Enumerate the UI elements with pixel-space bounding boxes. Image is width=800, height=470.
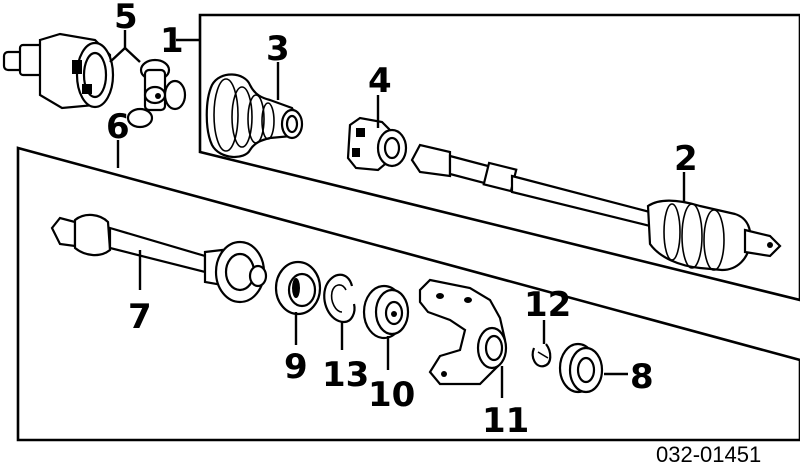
dust-seal-part xyxy=(558,342,604,394)
callout-6: 6 xyxy=(106,107,130,147)
callout-8: 8 xyxy=(630,357,654,397)
callout-13: 13 xyxy=(322,355,369,395)
tripod-joint-part xyxy=(126,58,187,129)
callout-5: 5 xyxy=(114,0,138,37)
axle-shaft-part xyxy=(410,143,782,272)
support-bracket-part xyxy=(418,278,508,386)
callout-10: 10 xyxy=(368,375,415,415)
assembly-1-frame xyxy=(198,13,800,302)
inner-shaft-part xyxy=(50,213,268,304)
callout-4: 4 xyxy=(368,61,392,101)
bearing-part xyxy=(362,284,410,340)
callout-1: 1 xyxy=(160,21,184,61)
diagram-code: 032-01451 xyxy=(656,442,761,467)
callout-11: 11 xyxy=(482,401,529,441)
outer-cv-joint-part xyxy=(2,32,115,110)
assembly-6-frame xyxy=(16,146,800,442)
snap-ring-part xyxy=(323,273,356,324)
callout-9: 9 xyxy=(284,347,308,387)
clip-part xyxy=(531,343,552,368)
seal-part xyxy=(274,260,322,316)
leader-lines xyxy=(109,30,686,398)
callout-12: 12 xyxy=(524,285,571,325)
callout-7: 7 xyxy=(128,297,152,337)
callout-2: 2 xyxy=(674,139,698,179)
cv-joint-cage-part xyxy=(346,116,408,172)
callout-3: 3 xyxy=(266,29,290,69)
cv-boot-part xyxy=(205,73,304,158)
